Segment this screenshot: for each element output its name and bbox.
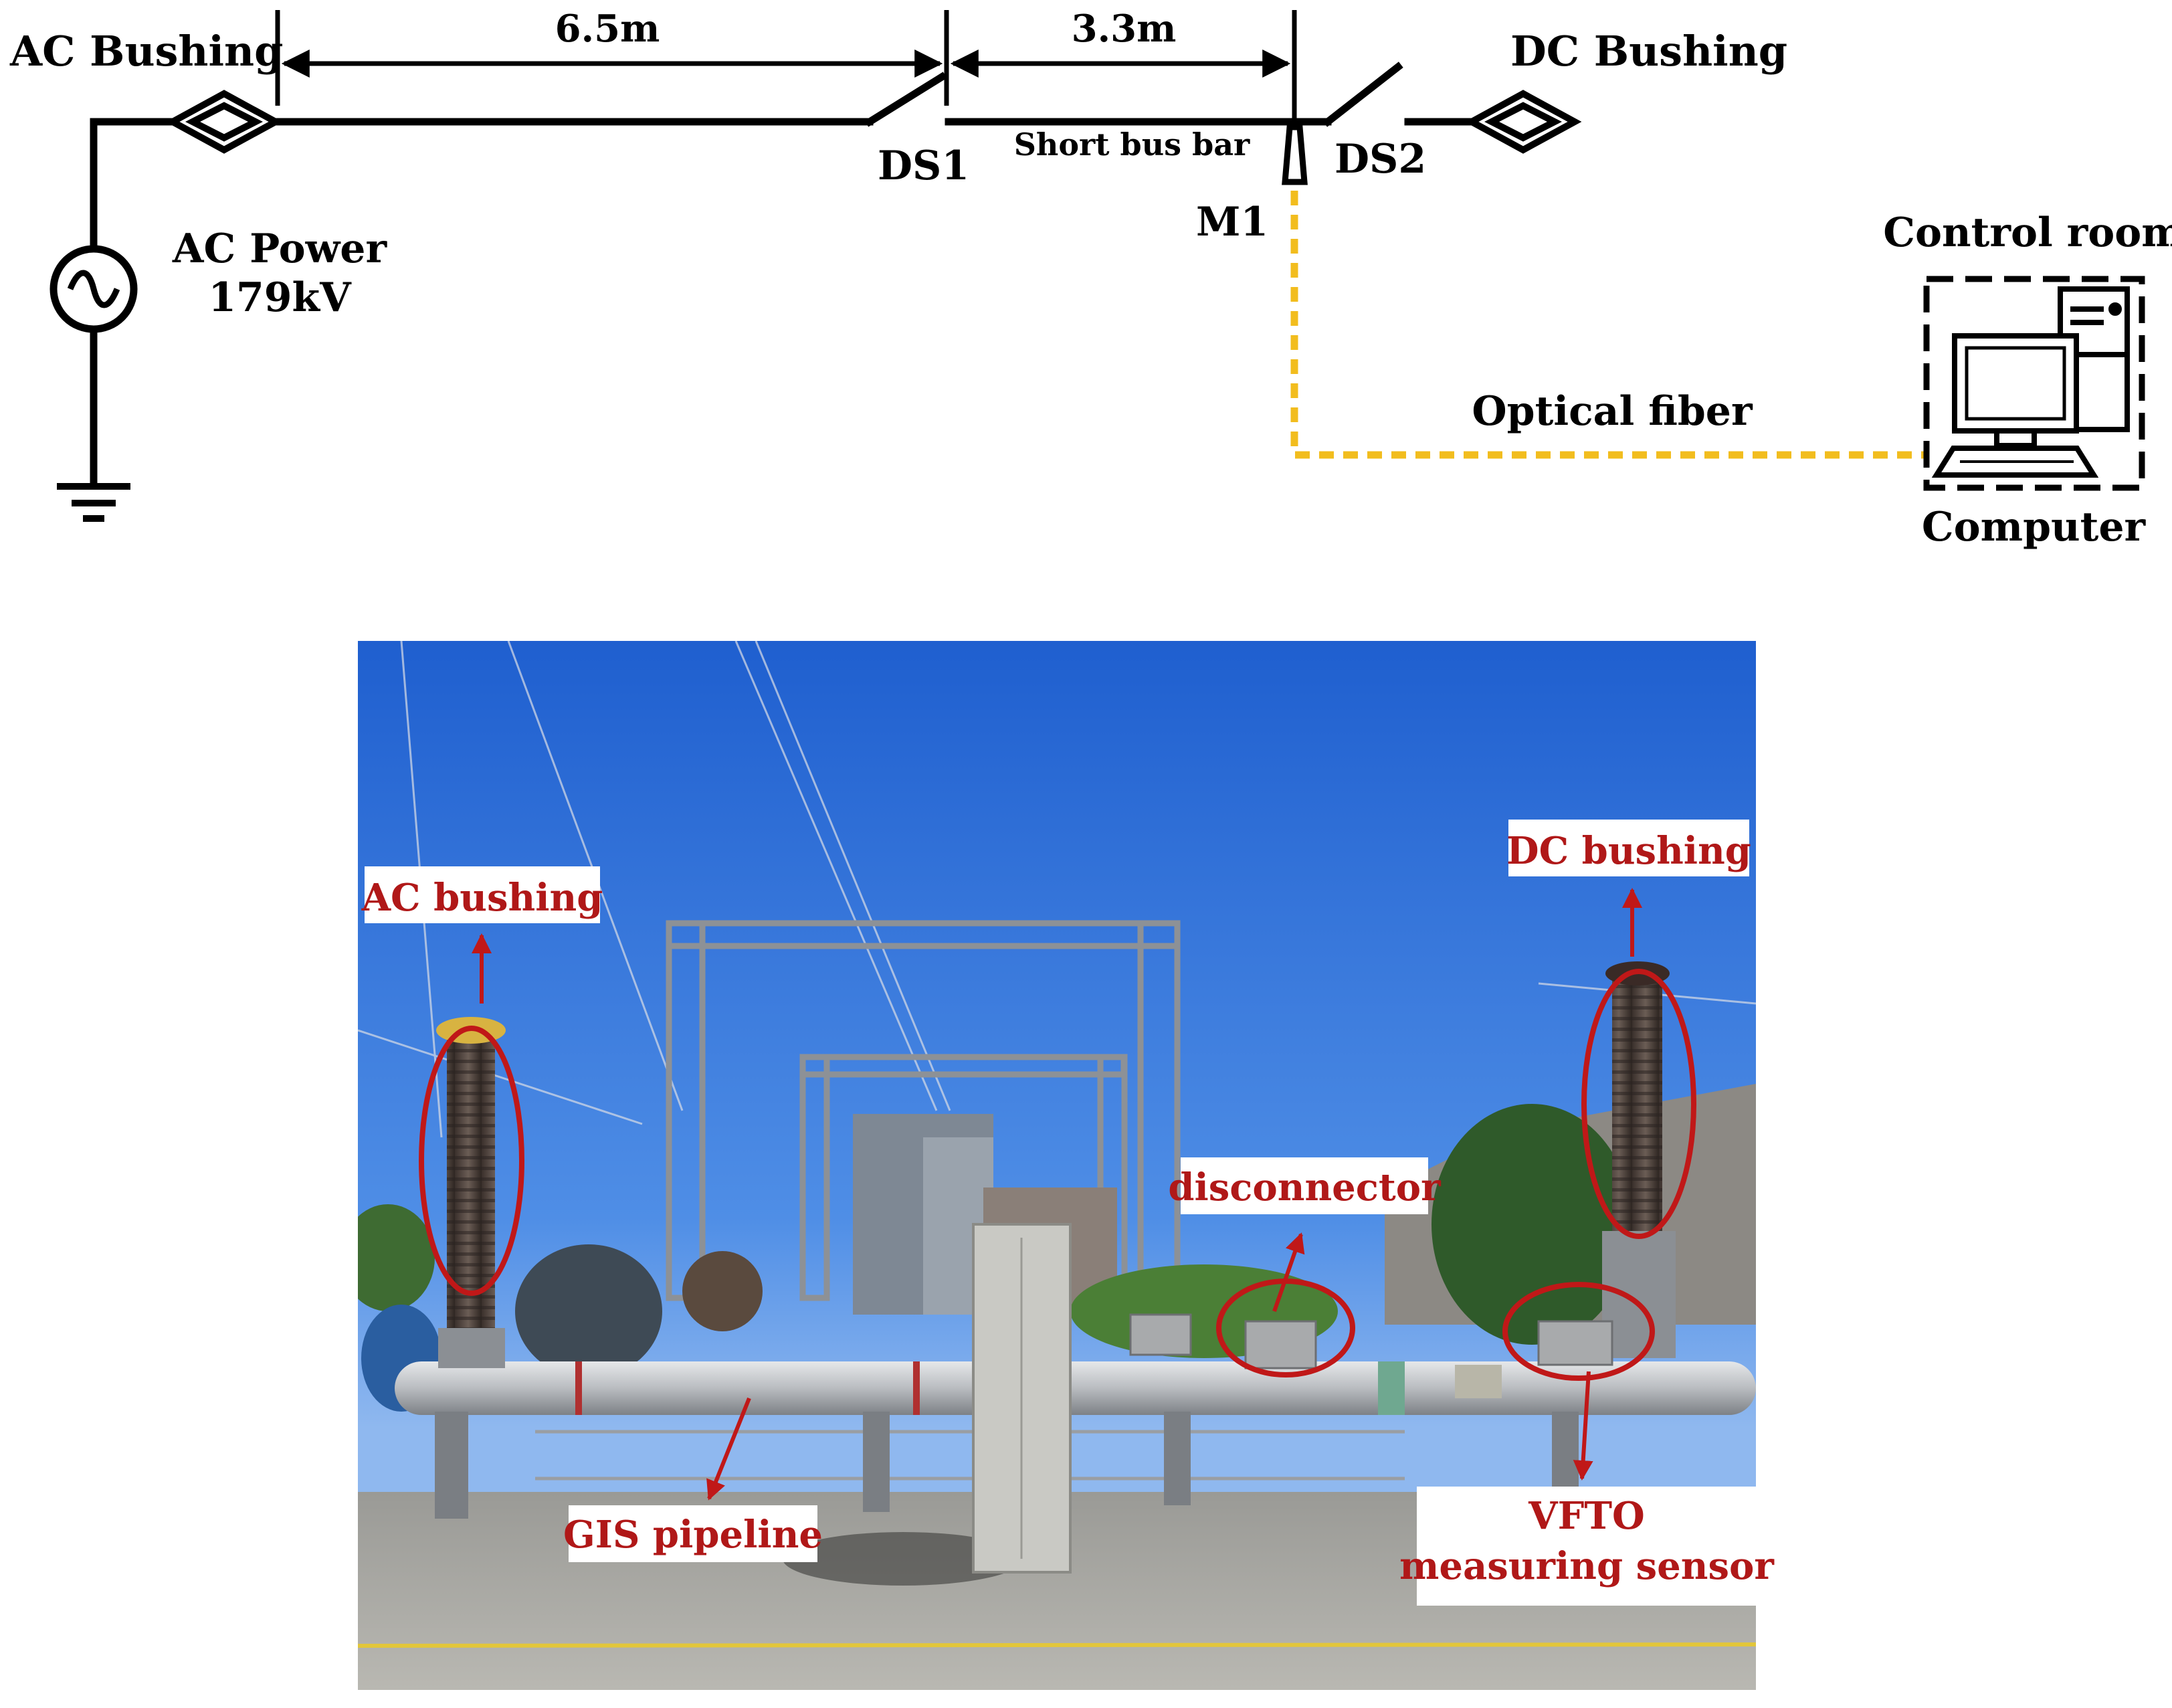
- ds1-switch-blade: [864, 72, 947, 127]
- bushing-icon: [1464, 90, 1582, 154]
- dc-bushing-label: DC Bushing: [1510, 27, 1787, 76]
- vfto-sensor-photo: [1537, 1320, 1613, 1366]
- dimension-label-left: 6.5m: [555, 7, 660, 51]
- control-room-box: [1923, 276, 2145, 491]
- computer-label: Computer: [1922, 504, 2147, 551]
- ds2-label: DS2: [1335, 136, 1426, 183]
- gis-photo: [358, 641, 1756, 1690]
- sensor-probe-icon: [1282, 124, 1308, 185]
- ground-icon: [57, 483, 130, 522]
- photo-disconnector-label: disconnector: [1168, 1165, 1442, 1210]
- optical-fiber-label: Optical fiber: [1472, 388, 1753, 435]
- bushing-icon: [165, 90, 283, 154]
- vfto-sensor-highlight: [1502, 1282, 1655, 1381]
- optical-fiber-line: [1290, 191, 1927, 459]
- control-room-label: Control room: [1883, 209, 2172, 256]
- photo-vfto-label: VFTO: [1528, 1494, 1645, 1538]
- computer-icon: [1931, 286, 2130, 478]
- ds2-switch-blade: [1322, 62, 1403, 127]
- dc-bushing-highlight: [1581, 969, 1696, 1239]
- dimension-label-right: 3.3m: [1072, 7, 1177, 51]
- gis-pipeline: [395, 1361, 1756, 1415]
- photo-dc-bushing-label: DC bushing: [1506, 829, 1751, 873]
- photo-gis-pipeline-label: GIS pipeline: [563, 1513, 823, 1557]
- schematic: [90, 62, 1476, 487]
- disconnector-photo: [1244, 1320, 1317, 1369]
- ac-power-label: AC Power: [172, 225, 388, 272]
- dimension-lines: [275, 10, 1297, 119]
- ac-bushing-highlight: [419, 1026, 524, 1296]
- short-bus-bar-label: Short bus bar: [1014, 126, 1250, 163]
- ac-bushing-label: AC Bushing: [9, 27, 283, 76]
- photo-measuring-sensor-label: measuring sensor: [1399, 1544, 1775, 1588]
- photo-ac-bushing-label: AC bushing: [361, 876, 603, 920]
- ac-voltage-label: 179kV: [208, 274, 352, 321]
- m1-label: M1: [1196, 199, 1268, 246]
- ac-source-icon: [50, 245, 138, 333]
- ds1-label: DS1: [878, 143, 969, 189]
- dc-bushing-photo: [1602, 961, 1676, 1358]
